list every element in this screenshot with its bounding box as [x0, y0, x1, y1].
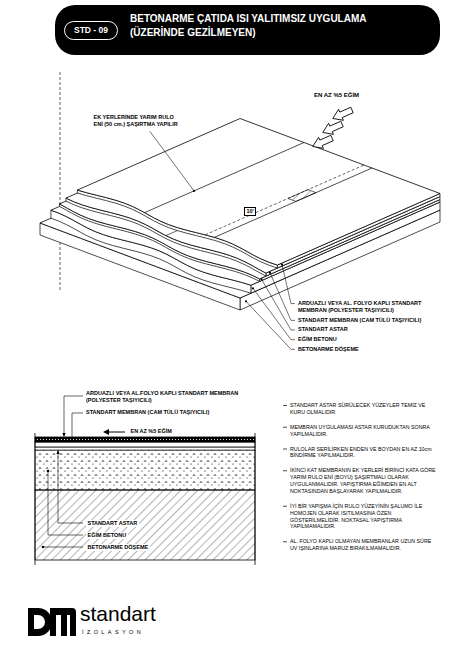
leader-dot [47, 470, 50, 473]
slope-arrow [108, 432, 125, 433]
note: STANDART ASTAR SÜRÜLECEK YÜZEYLER TEMİZ … [290, 402, 440, 416]
layer-label: ARDUAZLI VEYA AL. FOLYO KAPLI STANDART M… [298, 300, 428, 314]
note-label: EK YERLERİNDE YARIM RULO ENİ (50 cm.) ŞA… [92, 114, 181, 128]
leader-dot [260, 278, 262, 280]
leader-dot [193, 190, 195, 192]
leader-line [150, 131, 194, 191]
header-band [55, 5, 440, 55]
layer-label: STANDART ASTAR [86, 520, 139, 527]
slope-label: EN AZ %5 EĞİM [314, 92, 359, 100]
layer-label: BETONARME DÖŞEME [298, 346, 359, 353]
layer-label: STANDART MEMBRAN (CAM TÜLÜ TAŞIYICILI) [86, 409, 266, 416]
note: RULOLAR SERİLİRKEN ENDEN VE BOYDAN EN AZ… [290, 446, 440, 460]
primer-layer [35, 447, 255, 450]
leader-dot [245, 300, 247, 302]
arrow-head [103, 429, 109, 435]
roll-seam [166, 231, 177, 236]
slope-arrow [320, 119, 344, 138]
logo-subtext: İZOLASYON [82, 629, 144, 636]
leaders [150, 131, 295, 541]
dimension: 10' [244, 207, 256, 216]
membrane-top-layer [35, 437, 255, 442]
layer-top [77, 119, 440, 266]
leader-dot [252, 287, 254, 289]
code-badge: STD - 09 [64, 21, 118, 40]
roof-section [35, 396, 255, 565]
arrow-head [56, 450, 59, 454]
note: AL. FOLYO KAPLI OLMAYAN MEMBRANLAR UZUN … [290, 538, 440, 552]
roof-isometric [40, 105, 440, 310]
bullet-dash [283, 427, 287, 428]
slope-arrow [330, 105, 354, 124]
note: İKİNCİ KAT MEMBRANIN EK YERLERİ BİRİNCİ … [290, 467, 440, 495]
logo-text: standart [80, 602, 156, 625]
leader-line [253, 288, 295, 339]
dashed-line [60, 72, 61, 290]
bullet-dash [283, 506, 287, 507]
overlap-patch [288, 190, 316, 202]
screed-layer [35, 450, 255, 490]
leader-line [270, 273, 295, 321]
leader-dot [281, 263, 283, 265]
section-edge [35, 433, 255, 565]
leader-line [64, 396, 83, 436]
layer-label: STANDART MEMBRAN (CAM TÜLÜ TAŞIYICILI) [298, 317, 438, 324]
bullet-dash [283, 541, 287, 542]
leader-line [282, 265, 295, 304]
overlap-line [205, 165, 364, 235]
slope-arrow [310, 133, 334, 152]
arrow-head [70, 438, 73, 442]
layer-label: STANDART ASTAR [298, 326, 348, 333]
leader-line [72, 413, 83, 441]
leader-line [58, 451, 83, 523]
badge-text: STD - 09 [74, 25, 108, 36]
bullet-dash [283, 405, 287, 406]
bullet-dash [283, 470, 287, 471]
leader-line [48, 472, 83, 535]
bullet-dash [283, 449, 287, 450]
membrane-layer [35, 442, 255, 447]
note: İYİ BİR YAPIŞMA İÇİN RULO YÜZEYİNİN ŞALU… [290, 503, 440, 531]
note: MEMBRAN UYGULAMASI ASTAR KURUDUKTAN SONR… [290, 424, 440, 438]
leader-line [44, 547, 83, 548]
leader-dot [269, 272, 271, 274]
layer-label: EĞİM BETONU [298, 336, 337, 343]
arrow-head [62, 433, 65, 437]
layer-label: ARDUAZLI VEYA AL.FOLYO KAPLI STANDART ME… [86, 390, 256, 404]
slope-label: EN AZ %5 EĞİM [129, 428, 173, 435]
roll-seam [214, 168, 372, 237]
leader-line [246, 301, 295, 349]
layer-label: BETONARME DÖŞEME [86, 544, 150, 551]
title: BETONARME ÇATIDA ISI YALITIMSIZ UYGULAMA… [130, 12, 380, 40]
slab-layer [35, 490, 255, 560]
layer-label: EĞİM BETONU [86, 532, 128, 539]
leader-dot [42, 546, 45, 549]
logo-mark [28, 608, 76, 636]
